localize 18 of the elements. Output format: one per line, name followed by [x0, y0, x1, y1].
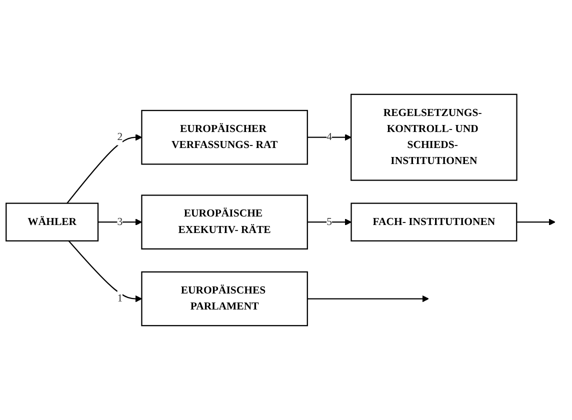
arrow: [66, 134, 142, 204]
edge-label: 4: [326, 132, 332, 144]
node-box: EUROPÄISCHER VERFASSUNGS- RAT: [141, 110, 308, 165]
edge-label: 5: [326, 216, 332, 228]
arrow: [307, 218, 352, 226]
arrow: [68, 240, 142, 302]
edge-label: 3: [117, 216, 123, 228]
edge-label: 1: [117, 293, 123, 305]
node-box: FACH- INSTITUTIONEN: [350, 202, 518, 242]
arrow: [307, 134, 352, 141]
arrow: [516, 218, 556, 226]
node-box: WÄHLER: [6, 202, 99, 242]
node-box: EUROPÄISCHE EXEKUTIV- RÄTE: [141, 194, 308, 250]
edge-label: 2: [117, 132, 123, 144]
arrow: [307, 295, 429, 302]
arrow: [98, 218, 142, 226]
node-box: EUROPÄISCHES PARLAMENT: [141, 271, 308, 326]
node-box: REGELSETZUNGS- KONTROLL- UND SCHIEDS- INSTITUTIONEN: [350, 94, 518, 181]
